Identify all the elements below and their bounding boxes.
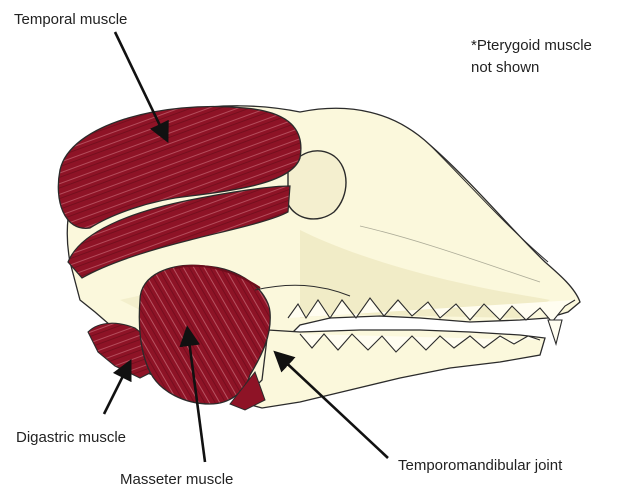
canine-tooth: [548, 320, 562, 344]
label-temporal-muscle: Temporal muscle: [14, 11, 127, 29]
label-masseter-muscle: Masseter muscle: [120, 471, 233, 489]
arrow-digastric: [104, 366, 128, 414]
label-temporomandibular-joint: Temporomandibular joint: [398, 457, 562, 475]
note-line-1: *Pterygoid muscle: [471, 36, 592, 56]
label-digastric-muscle: Digastric muscle: [16, 429, 126, 447]
note-line-2: not shown: [471, 58, 539, 78]
